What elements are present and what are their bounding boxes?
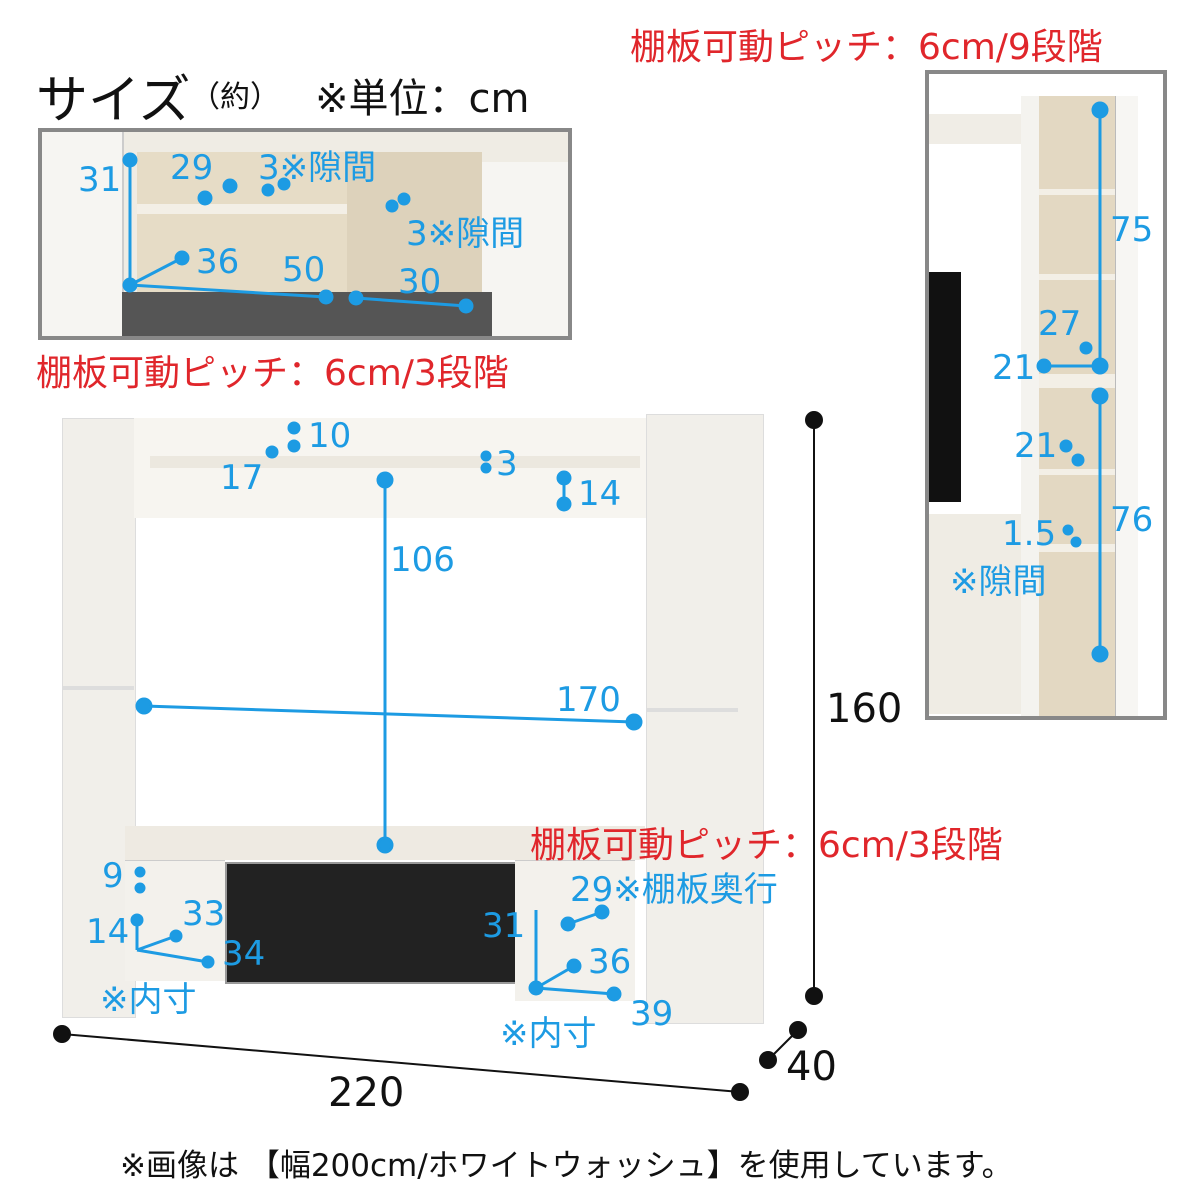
dim-14-top: 14 [578,474,622,514]
dim-36-right: 36 [588,942,632,982]
dim-31-right: 31 [482,906,526,946]
dim-17: 17 [220,458,264,498]
dim-21b: 21 [1014,426,1058,466]
dim-14-left: 14 [86,912,130,952]
dim-170: 170 [556,680,621,720]
pitch-label-top-inset: 棚板可動ピッチ：6cm/3段階 [36,353,509,394]
dim-33: 33 [182,894,226,934]
dim-width-220: 220 [328,1070,405,1116]
pitch-label-main: 棚板可動ピッチ：6cm/3段階 [530,825,1003,866]
dim-27: 27 [1038,304,1082,344]
dim-50: 50 [282,250,326,290]
pitch-label-right: 棚板可動ピッチ：6cm/9段階 [630,27,1103,68]
gap-note: ※隙間 [950,562,1047,602]
size-title: サイズ [36,71,191,131]
dim-31: 31 [78,160,122,200]
footnote: ※画像は 【幅200cm/ホワイトウォッシュ】を使用しています。 [120,1148,1013,1184]
dim-9: 9 [102,856,124,896]
dim-39: 39 [630,994,674,1034]
dim-29: 29 [170,148,214,188]
inner-note-right: ※内寸 [500,1014,597,1054]
dim-76: 76 [1110,500,1154,540]
size-approx: （約） [190,80,280,115]
dim-21a: 21 [992,348,1036,388]
top-inset-photo [38,128,572,340]
dim-160: 160 [826,686,903,732]
dim-29-depth: 29※棚板奥行 [570,870,778,910]
dim-3: 3 [496,444,518,484]
right-inset-photo [925,70,1167,720]
dim-1-5: 1.5 [1002,514,1057,554]
dim-10: 10 [308,416,352,456]
dim-106: 106 [390,540,455,580]
dim-depth-40: 40 [786,1044,837,1090]
dim-gap-3a: 3※隙間 [258,148,377,188]
dim-36: 36 [196,242,240,282]
dim-30: 30 [398,262,442,302]
dim-gap-3b: 3※隙間 [406,214,525,254]
dim-34: 34 [222,934,266,974]
inner-note-left: ※内寸 [100,980,197,1020]
unit-note: ※単位：cm [315,76,530,122]
dim-75: 75 [1110,210,1154,250]
